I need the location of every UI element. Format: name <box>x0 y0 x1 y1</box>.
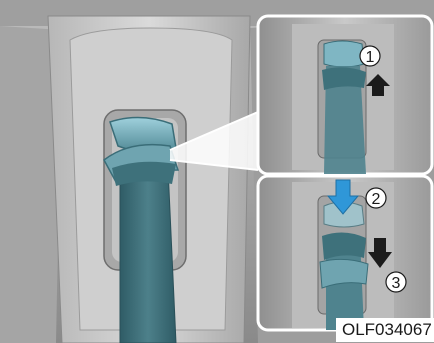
step-label-3: 3 <box>392 275 401 292</box>
belt-webbing <box>120 168 176 343</box>
detail-panel-top <box>258 16 432 174</box>
step-marker-3: 3 <box>386 272 406 292</box>
step-label-1: 1 <box>366 49 375 66</box>
step-marker-1: 1 <box>360 46 380 66</box>
figure-code-label: OLF034067 <box>336 318 434 342</box>
step-label-2: 2 <box>372 191 381 208</box>
step-marker-2: 2 <box>366 188 386 208</box>
